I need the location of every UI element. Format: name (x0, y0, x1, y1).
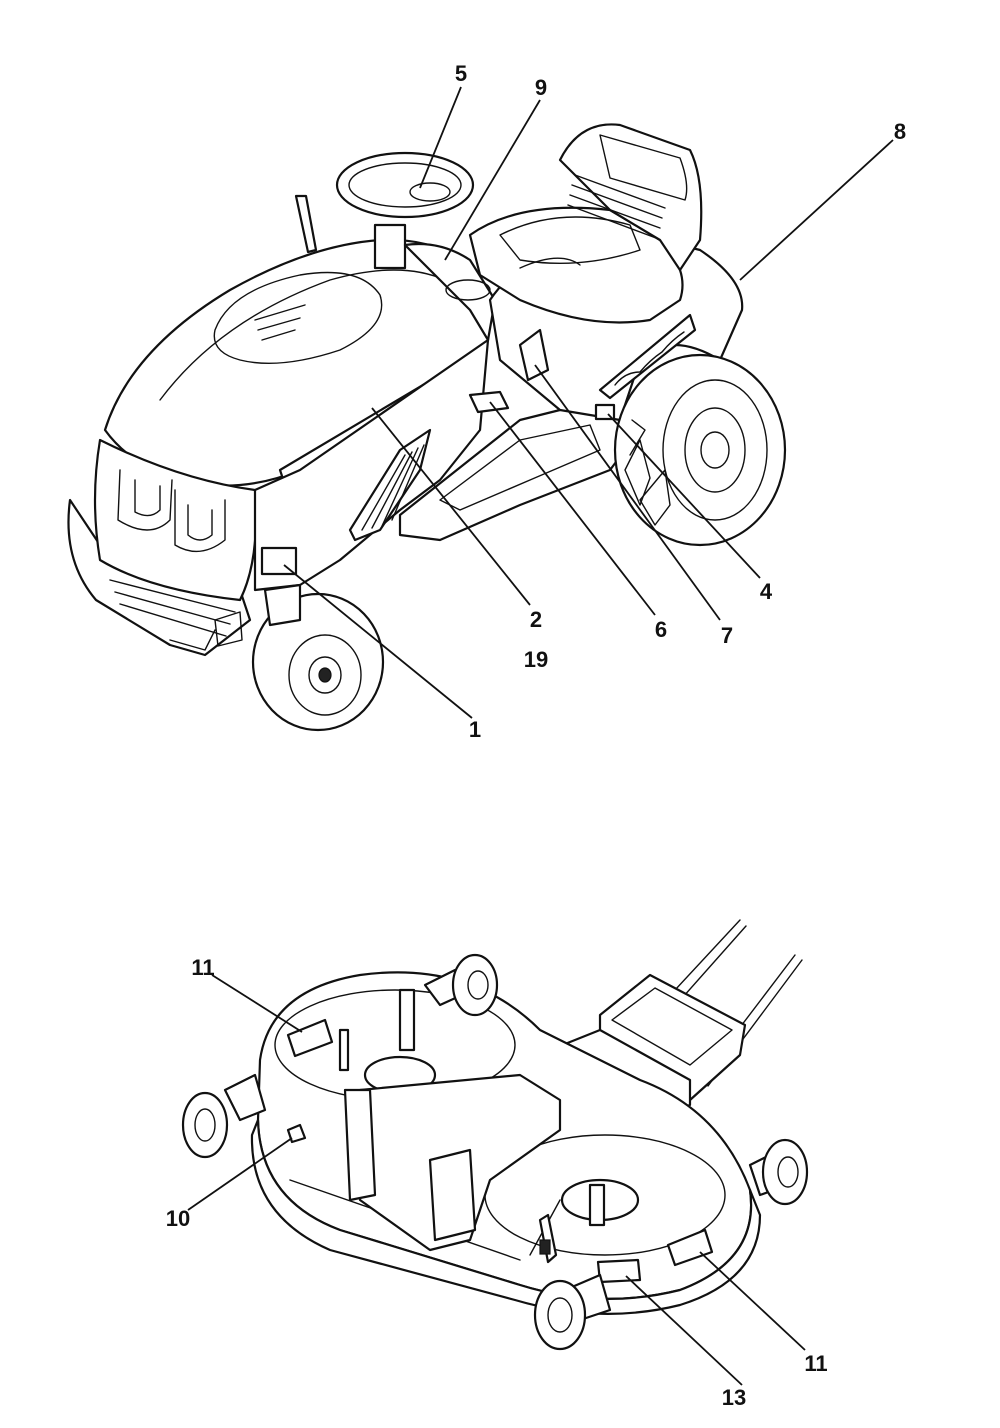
callout-10: 10 (166, 1206, 190, 1231)
callout-19: 19 (524, 647, 548, 672)
callout-6: 6 (655, 617, 667, 642)
decal-6 (468, 390, 510, 414)
caster-front-right (533, 1273, 612, 1351)
deck-leaders (187, 974, 806, 1386)
caster-front-left (181, 1073, 267, 1159)
callout-4: 4 (760, 579, 773, 604)
callout-7: 7 (721, 623, 733, 648)
deck-callouts: 11 10 11 13 (166, 955, 828, 1410)
tractor-footrest (398, 398, 642, 542)
deck-decal-11b (666, 1228, 714, 1267)
callout-13: 13 (722, 1385, 746, 1410)
tractor-illustration (67, 123, 787, 732)
mower-deck-illustration (181, 919, 809, 1351)
callout-5: 5 (455, 61, 467, 86)
callout-9: 9 (535, 75, 547, 100)
caster-rear-left (423, 953, 499, 1017)
callout-11-bottom: 11 (804, 1351, 827, 1376)
tractor-leaders (283, 86, 894, 719)
deck-decal-11a (286, 1018, 334, 1058)
decal-7 (518, 328, 550, 382)
front-wheel (251, 592, 385, 732)
callout-1: 1 (469, 717, 481, 742)
caster-rear-right (748, 1138, 809, 1206)
callout-2: 2 (530, 607, 542, 632)
deck-decal-13 (596, 1258, 642, 1284)
rear-wheel (613, 353, 787, 547)
callout-11-top: 11 (191, 955, 214, 980)
tractor-seat (468, 206, 684, 324)
tractor-callouts: 5 9 8 4 2 6 7 19 1 (455, 61, 906, 742)
steering-wheel (335, 151, 475, 219)
callout-8: 8 (894, 119, 906, 144)
